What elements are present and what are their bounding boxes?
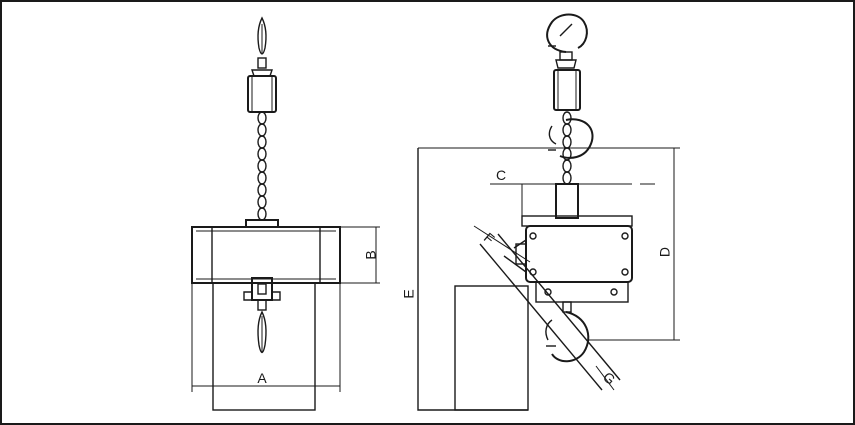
dimension-label-g: G xyxy=(600,369,619,388)
wall-outline xyxy=(417,148,528,411)
side-top-cylinder xyxy=(553,69,581,111)
front-top-cylinder xyxy=(247,75,277,113)
dimension-d: D xyxy=(588,148,680,341)
front-top-hook xyxy=(251,16,273,77)
front-hoist-body xyxy=(191,219,341,284)
dimension-b: B xyxy=(340,226,380,284)
side-view: C D E F G xyxy=(401,13,680,411)
dimension-label-d: D xyxy=(657,247,673,257)
dimension-label-a: A xyxy=(257,370,267,386)
side-mid-hook xyxy=(548,118,594,159)
dimension-label-b: B xyxy=(363,250,379,259)
front-load-chain xyxy=(257,111,267,221)
dimension-label-e: E xyxy=(401,289,417,298)
side-diagonal-plates xyxy=(479,233,621,391)
side-top-hook xyxy=(546,13,588,69)
dimension-c: C xyxy=(490,167,632,216)
front-view: A B xyxy=(191,16,380,411)
front-bottom-hook xyxy=(243,277,281,354)
front-support-block xyxy=(212,282,316,411)
side-bottom-hook xyxy=(545,301,590,363)
side-support-block xyxy=(454,285,529,411)
side-hoist-body xyxy=(515,183,633,303)
dimension-label-c: C xyxy=(496,167,506,183)
dimension-e: E xyxy=(401,148,419,410)
dimension-a: A xyxy=(191,283,341,392)
